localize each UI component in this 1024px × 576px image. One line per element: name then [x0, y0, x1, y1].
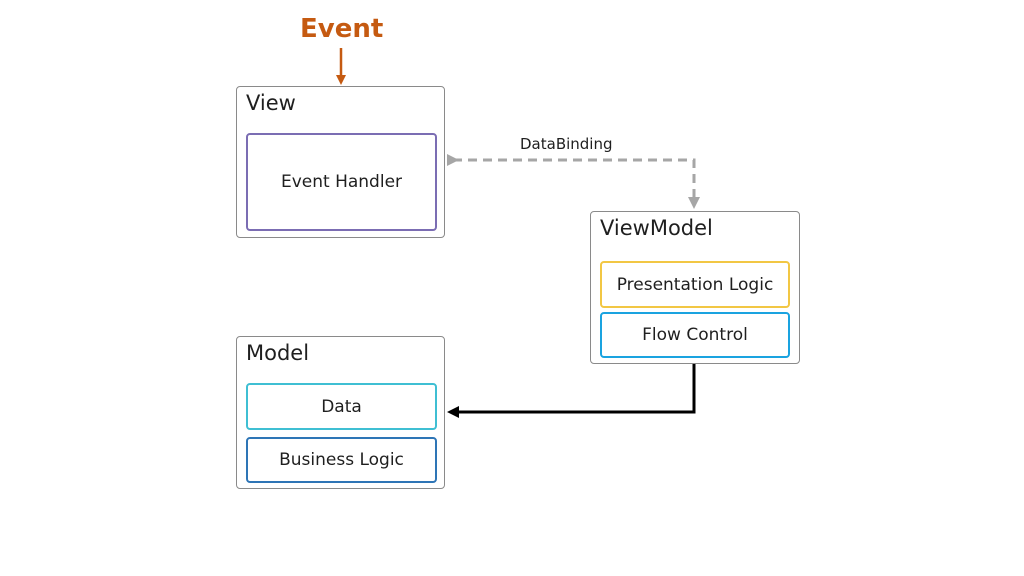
- viewmodel-title: ViewModel: [600, 216, 713, 240]
- viewmodel-container: ViewModel Presentation Logic Flow Contro…: [590, 211, 800, 364]
- view-title: View: [246, 91, 296, 115]
- business-logic-box: Business Logic: [246, 437, 437, 483]
- data-box: Data: [246, 383, 437, 430]
- flow-control-box: Flow Control: [600, 312, 790, 358]
- event-label: Event: [300, 14, 384, 44]
- view-container: View Event Handler: [236, 86, 445, 238]
- databinding-arrow: [447, 154, 700, 209]
- event-handler-box: Event Handler: [246, 133, 437, 231]
- presentation-logic-box: Presentation Logic: [600, 261, 790, 308]
- model-container: Model Data Business Logic: [236, 336, 445, 489]
- databinding-label: DataBinding: [520, 135, 613, 153]
- model-title: Model: [246, 341, 310, 365]
- update-arrow: [447, 364, 696, 418]
